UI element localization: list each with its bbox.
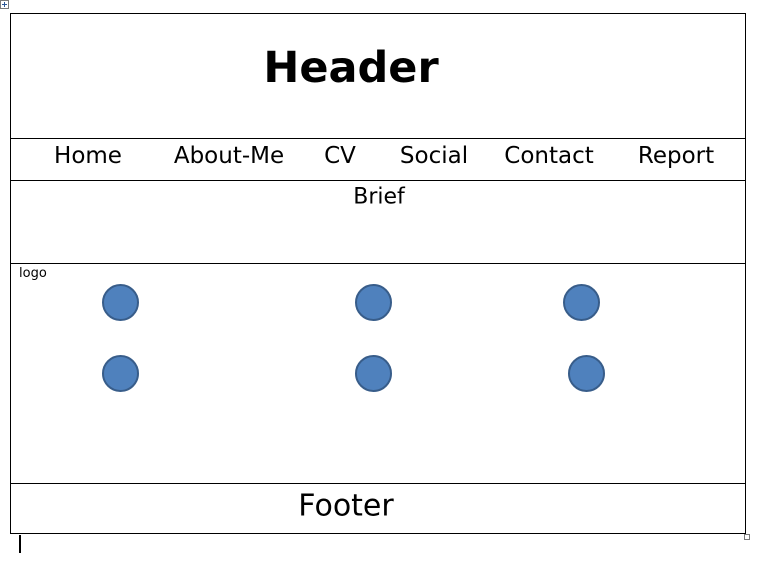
content-circle-6[interactable] (568, 355, 605, 392)
content-circle-3[interactable] (563, 284, 600, 321)
nav-item-cv[interactable]: CV (324, 143, 356, 169)
nav-item-report[interactable]: Report (637, 143, 715, 169)
table-border-left (10, 13, 11, 534)
nav-item-contact[interactable]: Contact (504, 143, 594, 169)
table-resize-handle[interactable] (744, 534, 750, 540)
logo-label: logo (19, 266, 47, 281)
nav-item-home[interactable]: Home (54, 143, 122, 169)
nav-item-social[interactable]: Social (399, 143, 469, 169)
content-circle-1[interactable] (102, 284, 139, 321)
content-circle-5[interactable] (355, 355, 392, 392)
brief-divider (10, 263, 746, 264)
table-border-right (745, 13, 746, 534)
content-circle-2[interactable] (355, 284, 392, 321)
content-divider (10, 483, 746, 484)
header-divider (10, 138, 746, 139)
text-cursor (19, 535, 21, 553)
footer-title: Footer (298, 488, 394, 524)
header-title: Header (263, 43, 439, 93)
brief-text: Brief (353, 184, 405, 210)
nav-item-about-me[interactable]: About-Me (173, 143, 285, 169)
table-border-top (10, 13, 746, 14)
nav-divider (10, 180, 746, 181)
table-border-bottom (10, 533, 746, 534)
content-circle-4[interactable] (102, 355, 139, 392)
table-move-handle[interactable] (0, 0, 9, 9)
